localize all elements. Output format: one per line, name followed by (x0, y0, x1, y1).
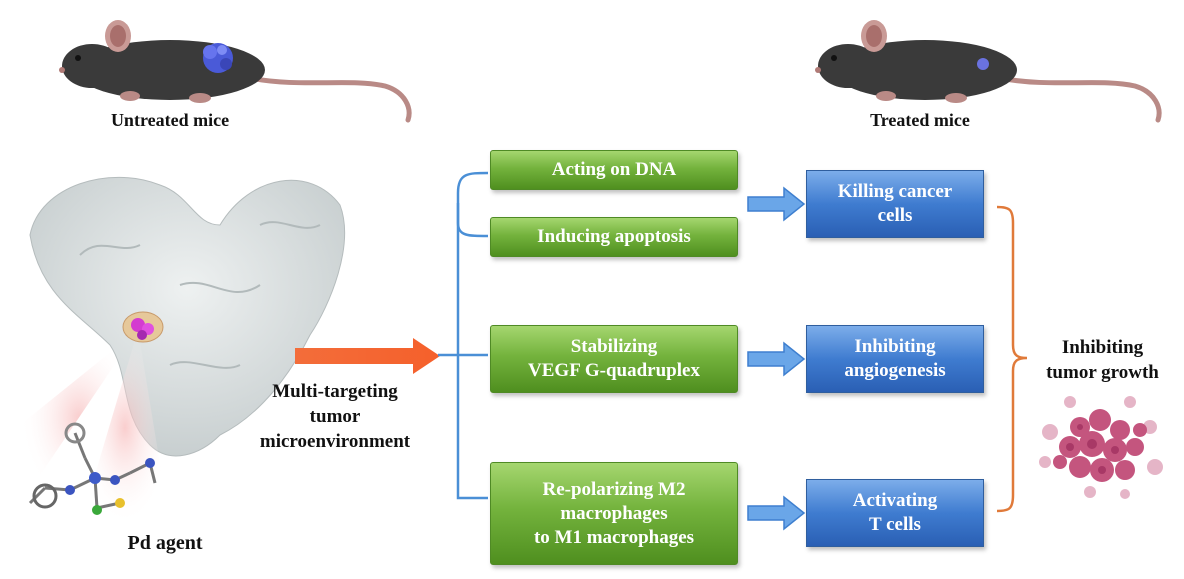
outcome-bracket (996, 205, 1028, 513)
effect-activating-t-cells: Activating T cells (806, 479, 984, 547)
mechanism-acting-on-dna: Acting on DNA (490, 150, 738, 190)
big-arrow (295, 338, 440, 374)
mechanism-repolarizing-macrophages: Re-polarizing M2 macrophages to M1 macro… (490, 462, 738, 565)
tumor-cluster-illustration (1039, 396, 1163, 499)
connector-lines (438, 171, 489, 500)
treated-mouse-illustration (815, 20, 1162, 123)
pd-molecule-structure (28, 422, 157, 515)
mechanism-inducing-apoptosis: Inducing apoptosis (490, 217, 738, 257)
arrow-to-killing (747, 186, 806, 222)
multi-targeting-label: Multi-targeting tumor microenvironment (259, 381, 411, 452)
tumor-large (203, 43, 233, 73)
pd-agent-label: Pd agent (127, 532, 203, 554)
protein-surface-illustration (20, 176, 345, 525)
effect-inhibiting-angiogenesis: Inhibiting angiogenesis (806, 325, 984, 393)
arrow-to-tcells (747, 495, 806, 531)
effect-killing-cancer-cells: Killing cancer cells (806, 170, 984, 238)
untreated-mouse-illustration (59, 20, 412, 123)
mechanism-stabilizing-vegf: Stabilizing VEGF G-quadruplex (490, 325, 738, 393)
arrow-to-angiogenesis (747, 341, 806, 377)
tumor-small (977, 58, 989, 70)
untreated-mice-label: Untreated mice (110, 110, 230, 130)
treated-mice-label: Treated mice (870, 110, 970, 130)
outcome-label: Inhibiting tumor growth (1046, 337, 1159, 383)
